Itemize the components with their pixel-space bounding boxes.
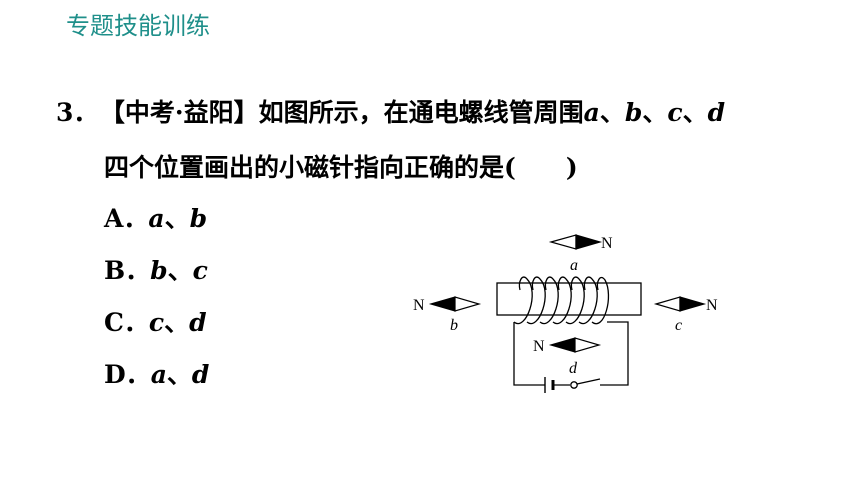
needle-d-pole: N: [533, 338, 545, 355]
battery: [544, 377, 555, 393]
question-number: 3．: [56, 98, 99, 127]
question-text-1: 如图所示，在通电螺线管周围: [258, 98, 584, 127]
separator: 、: [164, 308, 190, 337]
coil: [513, 276, 610, 325]
needle-b-label: b: [450, 317, 458, 334]
option-b[interactable]: B．b、c: [104, 251, 208, 287]
compass-needle-a: [548, 234, 603, 250]
option-var: b: [150, 256, 168, 285]
option-a[interactable]: A．a、b: [104, 199, 207, 235]
option-d[interactable]: D．a、d: [104, 355, 209, 391]
needle-a-label: a: [570, 257, 578, 274]
var-d: d: [707, 98, 726, 127]
question-line-1: 3．【中考·益阳】如图所示，在通电螺线管周围a、b、c、d: [56, 93, 725, 129]
option-c[interactable]: C．c、d: [104, 303, 207, 339]
option-letter: C．: [104, 308, 149, 337]
var-b: b: [624, 98, 643, 127]
separator: 、: [599, 98, 625, 127]
option-letter: D．: [104, 360, 151, 389]
separator: 、: [164, 204, 190, 233]
switch: [570, 378, 601, 389]
circuit-wire: [513, 321, 629, 386]
option-var: b: [189, 204, 208, 233]
section-title: 专题技能训练: [66, 12, 210, 40]
option-var: d: [191, 360, 210, 389]
needle-a-pole: N: [601, 235, 613, 252]
separator: 、: [682, 98, 708, 127]
close-paren: ): [565, 153, 578, 182]
needle-c-label: c: [675, 317, 682, 334]
compass-needle-b: [428, 296, 482, 312]
question-text-2: 四个位置画出的小磁针指向正确的是(: [104, 153, 516, 182]
compass-needle-c: [653, 296, 707, 312]
needle-d-label: d: [569, 360, 578, 377]
option-letter: B．: [104, 256, 151, 285]
separator: 、: [166, 360, 192, 389]
question-source: 【中考·益阳】: [112, 98, 259, 127]
separator: 、: [642, 98, 668, 127]
option-var: a: [150, 360, 167, 389]
compass-needle-d: [548, 337, 602, 353]
needle-c-pole: N: [706, 297, 718, 314]
var-a: a: [583, 98, 600, 127]
var-c: c: [667, 98, 683, 127]
option-var: c: [192, 256, 208, 285]
option-var: c: [148, 308, 165, 337]
needle-b-pole: N: [413, 297, 425, 314]
option-var: d: [189, 308, 207, 337]
question-line-2: 四个位置画出的小磁针指向正确的是(): [104, 148, 578, 184]
option-var: a: [148, 204, 165, 233]
option-letter: A．: [104, 204, 149, 233]
separator: 、: [167, 256, 193, 285]
